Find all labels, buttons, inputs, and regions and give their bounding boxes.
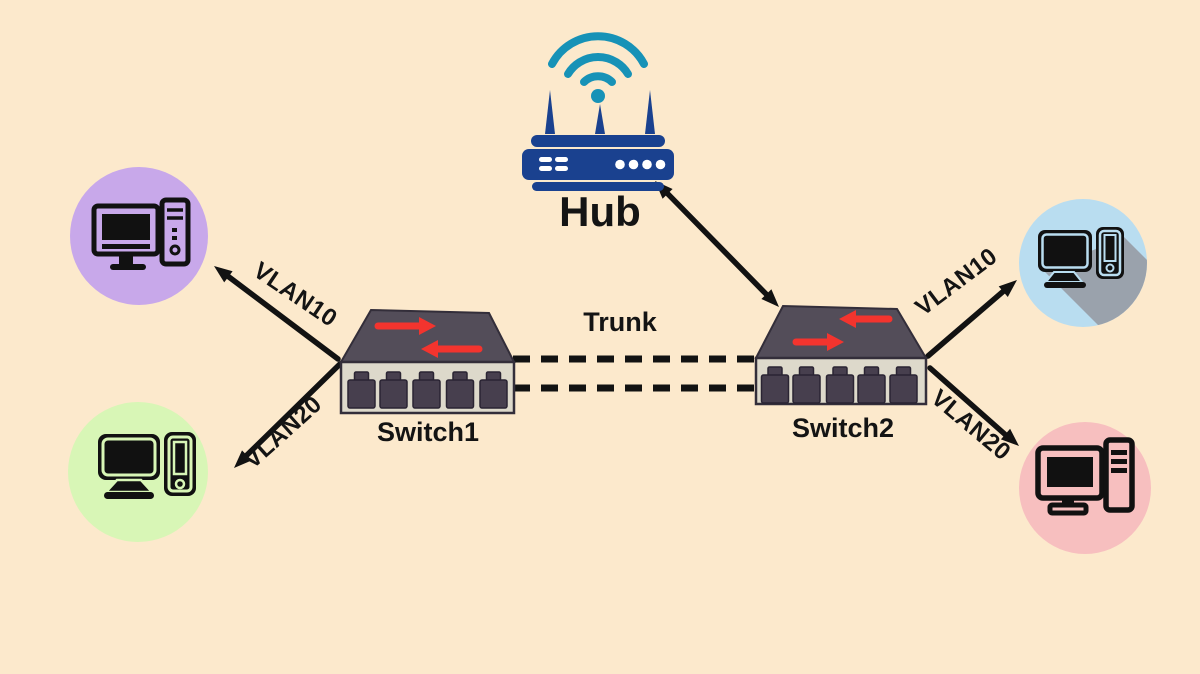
right-vlan20-link <box>927 365 1019 446</box>
switch1-device: Switch1 <box>339 308 516 447</box>
host-bottom-right <box>1019 422 1151 554</box>
host-top-left <box>70 167 208 305</box>
host-bottom-left <box>68 402 208 542</box>
connector-lines <box>214 181 1019 468</box>
trunk-link <box>513 355 757 392</box>
traffic-arrows-icon <box>374 317 483 358</box>
desktop-computer-icon <box>1038 227 1124 288</box>
switch2-device: Switch2 <box>754 304 928 443</box>
desktop-computer-icon <box>1035 437 1135 516</box>
ethernet-switch-icon <box>754 304 928 406</box>
hub-label: Hub <box>559 188 641 235</box>
right-vlan10-link <box>925 280 1017 359</box>
desktop-computer-icon <box>91 197 191 270</box>
wifi-signal-icon <box>548 32 648 86</box>
arrowhead-icon <box>234 450 252 468</box>
switch1-label: Switch1 <box>377 417 479 447</box>
left-vlan20-link <box>234 361 343 468</box>
trunk-label: Trunk <box>583 307 657 337</box>
hub-device: Hub <box>522 32 674 235</box>
arrowhead-icon <box>1000 428 1019 446</box>
ethernet-switch-icon <box>339 308 516 415</box>
arrowhead-icon <box>761 289 779 307</box>
desktop-computer-icon <box>98 432 196 499</box>
traffic-arrows-icon <box>792 310 893 351</box>
wireless-router-icon <box>522 90 674 191</box>
arrowhead-icon <box>214 266 233 283</box>
switch2-label: Switch2 <box>792 413 894 443</box>
arrowhead-icon <box>998 280 1017 297</box>
left-vlan10-link <box>214 266 341 362</box>
wifi-dot <box>591 89 605 103</box>
